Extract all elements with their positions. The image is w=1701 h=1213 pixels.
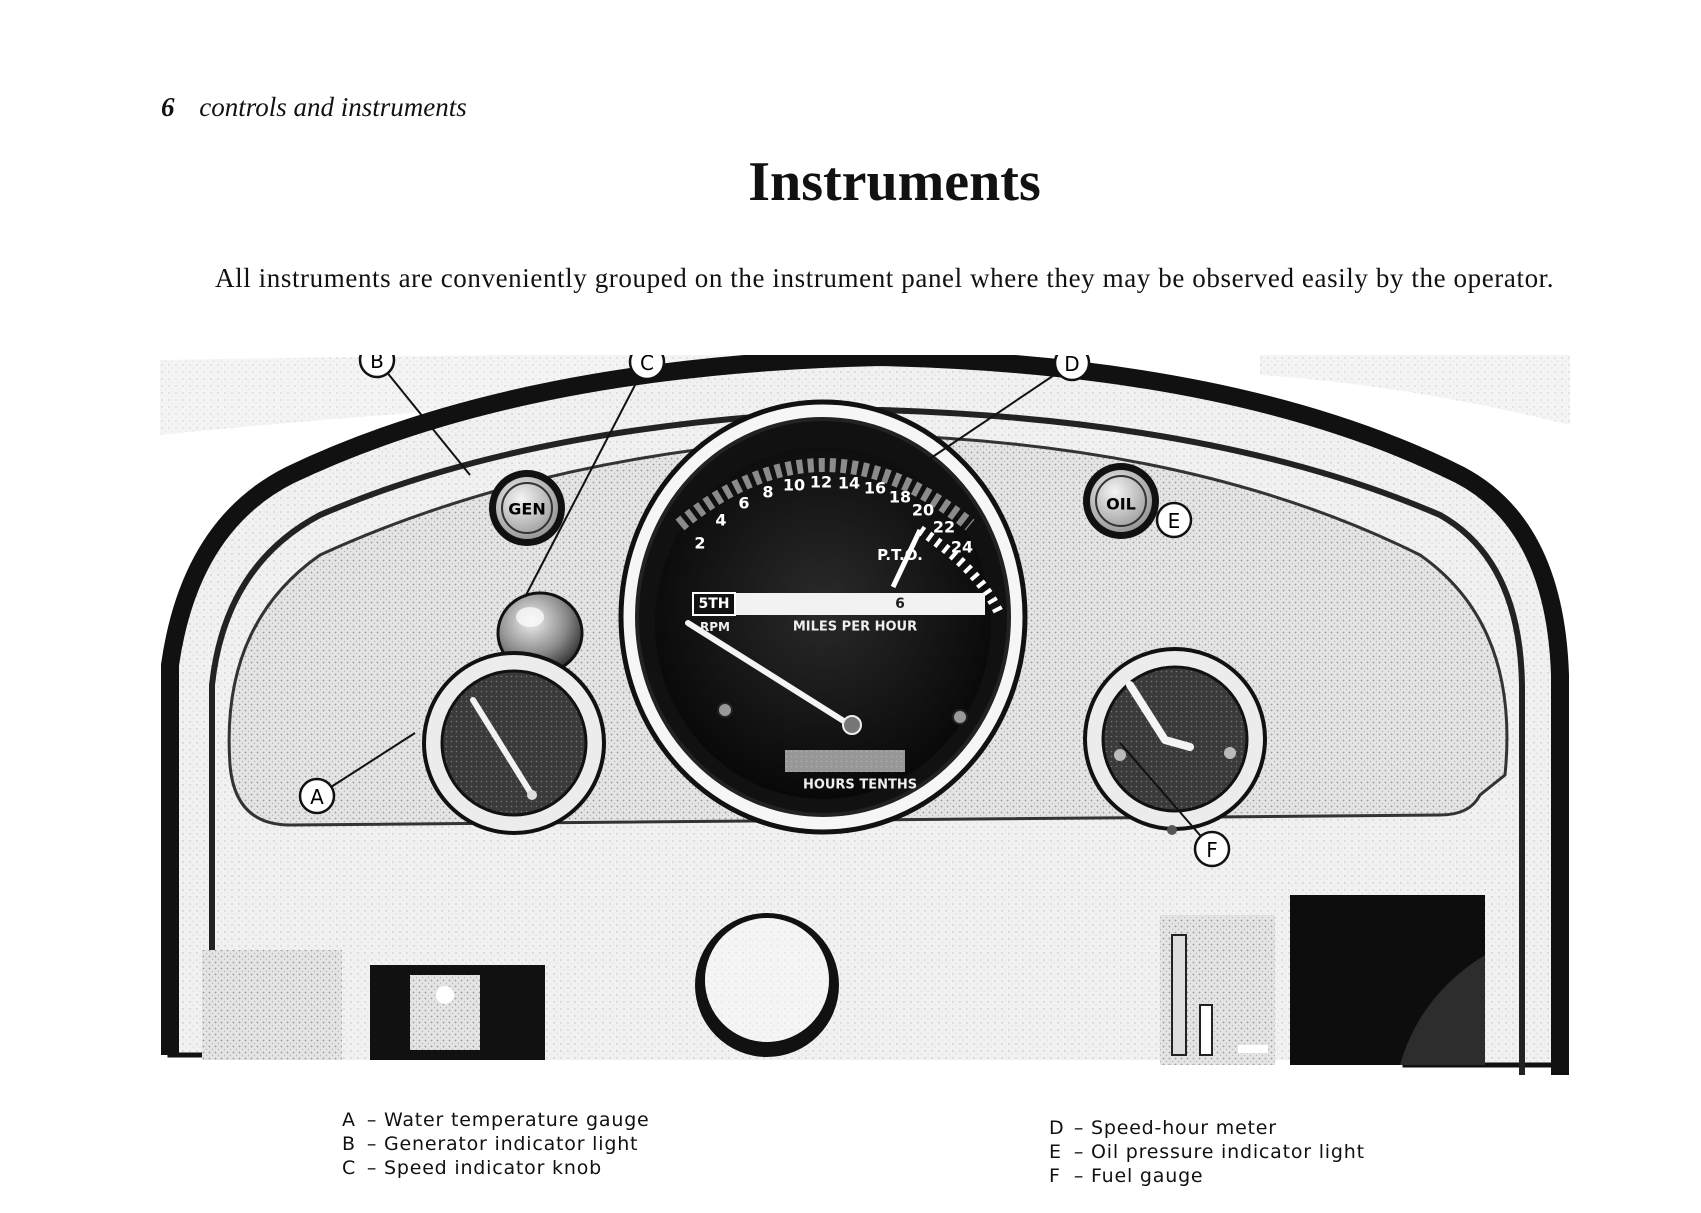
scale-number: 14 [838,474,860,493]
fuel-gauge-screw [1114,749,1126,761]
leader-line-d [924,362,1073,463]
legend-item: E – Oil pressure indicator light [1049,1141,1365,1163]
speed-needle-pivot [842,715,862,735]
lever [1199,1004,1213,1056]
callout-f: F [1193,830,1231,868]
legend-text: Speed indicator knob [383,1157,602,1179]
page-number: 6 [161,92,175,122]
running-head: 6 controls and instruments [161,92,467,123]
callout-a: A [298,777,336,815]
legend-key: D [1049,1117,1065,1139]
legend-key: C [342,1157,357,1179]
pto-label: P.T.O. [877,546,923,564]
section-title: controls and instruments [199,92,467,122]
gen-light-lens [496,477,558,539]
dark-block-shadow [1400,955,1485,1065]
speed-hour-meter-dial [655,447,991,799]
lever-slot [1171,934,1187,1056]
callout-e: E [1155,501,1193,539]
scale-number: 12 [810,473,832,492]
gear-bar [693,593,985,615]
switch-indicator [436,986,454,1004]
legend-key: E [1049,1141,1062,1163]
fuel-needle [1126,681,1194,751]
fuel-gauge-stud [1167,825,1177,835]
gen-light-ring [501,482,553,534]
oil-label: OIL [1106,495,1136,514]
leader-line-c [524,361,648,598]
scale-number: 4 [715,511,726,530]
scale-number: 22 [933,518,955,537]
pto-needle [890,528,923,589]
instrument-panel-figure: GEN OIL 2 4 6 8 10 12 14 16 [160,355,1570,1085]
legend-item: C – Speed indicator knob [342,1157,602,1179]
legend-text: Oil pressure indicator light [1090,1141,1365,1163]
scale-number: 2 [694,534,705,553]
scale-number: 10 [783,476,805,495]
oil-light-lens [1090,470,1152,532]
page-title: Instruments [748,151,1041,213]
legend-key: F [1049,1165,1061,1187]
knob-highlight [516,607,544,627]
scale-number: 6 [738,494,749,513]
speed-needle [685,620,853,728]
legend-key: A [342,1109,356,1131]
lower-center-knob-texture [705,918,829,1042]
scale-number: 20 [912,501,934,520]
gear-bar-number: 6 [895,596,905,612]
hours-label: HOURS TENTHS [803,778,917,793]
panel-rim [161,355,1569,1075]
legend-text: Water temperature gauge [383,1109,650,1131]
instrument-panel-illustration: GEN OIL 2 4 6 8 10 12 14 16 [160,355,1570,1075]
svg-text:F: F [1206,838,1218,862]
dial-screw [952,709,968,725]
dial-brand-band [675,458,975,531]
legend-text: Speed-hour meter [1090,1117,1277,1139]
lower-left-texture [202,950,342,1060]
dial-screw [717,702,733,718]
svg-text:D: D [1064,355,1079,376]
scale-number: 8 [762,483,773,502]
gear-label: 5TH [698,596,729,612]
svg-text:B: B [370,355,384,373]
svg-text:A: A [310,785,324,809]
legend-item: B – Generator indicator light [342,1133,639,1155]
leader-line-b [376,359,471,476]
hour-counter-texture [785,750,905,772]
leader-line-f [1119,742,1213,850]
scale-number: 16 [864,479,886,498]
legend-right: D – Speed-hour meter E – Oil pressure in… [1049,1116,1365,1188]
intro-paragraph: All instruments are conveniently grouped… [215,263,1555,293]
water-temp-pivot [527,790,537,800]
gen-label: GEN [508,500,545,519]
legend-left: A – Water temperature gauge B – Generato… [342,1108,650,1180]
lever-mark [1238,1045,1268,1053]
water-temp-gauge-dial [440,669,588,817]
callout-c: C [628,355,666,381]
legend-text: Fuel gauge [1090,1165,1204,1187]
callout-b: B [358,355,396,379]
legend-text: Generator indicator light [383,1133,639,1155]
legend-item: D – Speed-hour meter [1049,1117,1277,1139]
rpm-label: RPM [700,620,730,634]
water-temp-needle [470,697,535,798]
svg-text:E: E [1168,509,1181,533]
background-texture [1260,355,1570,425]
callout-d: D [1053,355,1091,382]
legend-item: A – Water temperature gauge [342,1109,650,1131]
fuel-gauge-screw [1224,747,1236,759]
legend-key: B [342,1133,356,1155]
svg-text:C: C [640,355,654,375]
leader-line-a [316,732,416,797]
units-label: MILES PER HOUR [793,620,917,635]
gear-bar-label-box [692,592,736,616]
oil-light-ring [1095,475,1147,527]
scale-number: 18 [889,488,911,507]
legend-item: F – Fuel gauge [1049,1165,1204,1187]
